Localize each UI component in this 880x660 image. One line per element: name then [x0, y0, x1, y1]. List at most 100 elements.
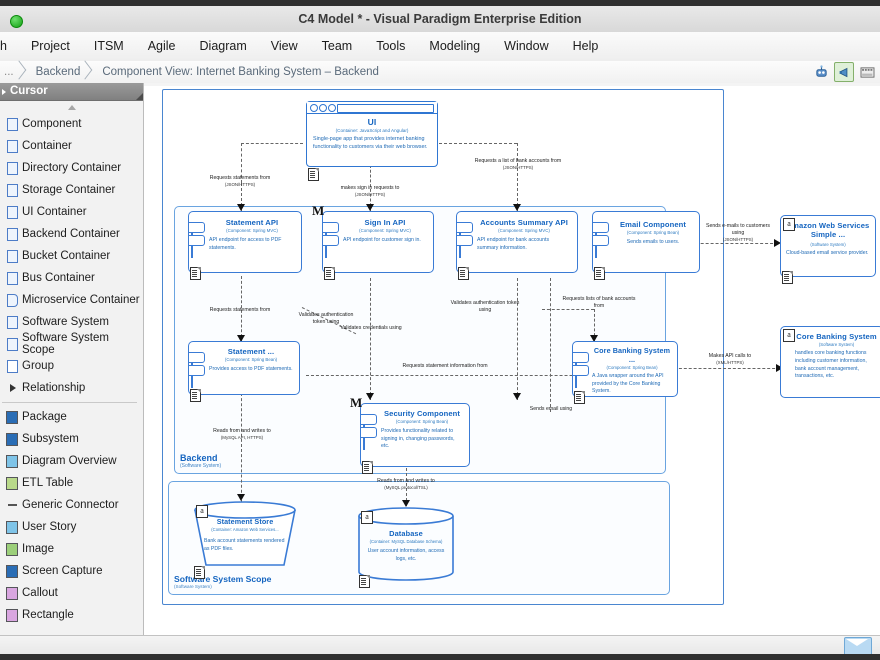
edge-label-reads-writes-statement-store: Reads from and writes to(MySQL API, HTTP… [213, 427, 271, 440]
palette-item-directory-container[interactable]: Directory Container [0, 157, 143, 179]
palette-scroll-up-button[interactable] [0, 101, 143, 113]
palette-item-backend-container[interactable]: Backend Container [0, 223, 143, 245]
breadcrumb-item-backend[interactable]: Backend [28, 61, 95, 83]
component-icon [323, 222, 339, 258]
menu-item-tools[interactable]: Tools [376, 39, 406, 53]
menu-item-help[interactable]: Help [572, 39, 599, 53]
scope-software-system-label: Software System Scope [174, 574, 272, 584]
node-security-component[interactable]: Security Component (Component: Spring Be… [360, 403, 470, 467]
palette-item-diagram-overview[interactable]: Diagram Overview [0, 450, 143, 472]
window-dot-icon [319, 104, 327, 112]
palette-item-generic-connector[interactable]: Generic Connector [0, 494, 143, 516]
node-desc: API endpoint for customer sign in. [343, 237, 421, 243]
menu-bar: h Project ITSM Agile Diagram View Team Tools Mod… [0, 32, 880, 62]
node-desc: Provides functionality related to signin… [381, 428, 455, 450]
edge-line [550, 278, 551, 412]
palette-item-label: Image [22, 543, 54, 555]
palette-item-callout[interactable]: Callout [0, 582, 143, 604]
triangle-up-icon [67, 104, 76, 110]
palette-item-component[interactable]: Component [0, 113, 143, 135]
scope-software-system-sublabel: (Software System) [174, 584, 212, 589]
robot-icon[interactable] [812, 63, 830, 81]
menu-item-team[interactable]: Team [321, 39, 353, 53]
traffic-light-green-icon[interactable] [10, 15, 23, 28]
menu-item-diagram[interactable]: Diagram [199, 39, 247, 53]
palette-item-relationship[interactable]: Relationship [0, 377, 143, 399]
palette-item-rectangle[interactable]: Rectangle [0, 604, 143, 626]
palette-item-subsystem[interactable]: Subsystem [0, 428, 143, 450]
box-shape-icon [2, 337, 18, 351]
edge-label-requests-statement-information: Requests statement information from [402, 362, 488, 369]
palette-item-screen-capture[interactable]: Screen Capture [0, 560, 143, 582]
palette-item-ui-container[interactable]: UI Container [0, 201, 143, 223]
swatch-icon [2, 454, 18, 468]
menu-item-modeling[interactable]: Modeling [429, 39, 481, 53]
node-amazon-web-services-simple[interactable]: a Amazon Web Services Simple ... (Softwa… [780, 215, 876, 277]
document-icon [324, 267, 335, 280]
menu-item-h[interactable]: h [0, 39, 7, 53]
palette-item-image[interactable]: Image [0, 538, 143, 560]
diagram-canvas[interactable]: Backend (Software System) Software Syste… [144, 83, 880, 660]
breadcrumb-item-view[interactable]: Component View: Internet Banking System … [102, 66, 379, 78]
palette-item-software-system[interactable]: Software System [0, 311, 143, 333]
palette-item-bucket-container[interactable]: Bucket Container [0, 245, 143, 267]
artifact-corner-icon: a [783, 218, 795, 231]
node-title: Sign In API [364, 218, 406, 227]
node-email-component[interactable]: Email Component (Component: Spring Bean)… [592, 211, 700, 273]
node-statement-store[interactable]: Statement Store (Container: Amazon Web S… [192, 501, 298, 573]
palette-item-label: User Story [22, 521, 77, 533]
edge-line [434, 143, 517, 144]
swatch-icon [2, 520, 18, 534]
palette-item-user-story[interactable]: User Story [0, 516, 143, 538]
palette-item-package[interactable]: Package [0, 406, 143, 428]
menu-item-project[interactable]: Project [30, 39, 70, 53]
palette-item-container[interactable]: Container [0, 135, 143, 157]
component-icon [573, 352, 589, 388]
document-icon [359, 575, 370, 588]
palette-item-bus-container[interactable]: Bus Container [0, 267, 143, 289]
swatch-icon [2, 410, 18, 424]
filmstrip-icon[interactable] [858, 63, 876, 81]
edge-label-sends-emails-to-customers: Sends e-mails to customers using(JSON/HT… [705, 222, 770, 242]
breadcrumb-item-root[interactable]: ... [0, 61, 28, 83]
box-shape-icon [2, 205, 18, 219]
node-title: Amazon Web Services Simple ... [786, 221, 870, 240]
arrow-shape-icon [2, 382, 18, 395]
node-statement-api[interactable]: Statement API (Component: Spring MVC) AP… [188, 211, 302, 273]
node-core-banking-system-facade[interactable]: Core Banking System ... (Component: Spri… [572, 341, 678, 397]
menu-item-itsm[interactable]: ITSM [93, 39, 124, 53]
resize-corner-icon[interactable] [136, 93, 143, 100]
node-statement-component[interactable]: Statement ... (Component: Spring Bean) P… [188, 341, 300, 395]
node-accounts-summary-api[interactable]: Accounts Summary API (Component: Spring … [456, 211, 578, 273]
menu-item-agile[interactable]: Agile [147, 39, 176, 53]
node-core-banking-system[interactable]: a Core Banking System (Software System) … [780, 326, 880, 398]
edge-arrow [590, 335, 598, 342]
node-type: (Component: Spring MVC) [226, 228, 278, 233]
palette-item-storage-container[interactable]: Storage Container [0, 179, 143, 201]
menu-item-window[interactable]: Window [504, 39, 549, 53]
palette-header-cursor[interactable]: Cursor [0, 83, 143, 101]
palette-item-label: Bus Container [22, 272, 95, 284]
palette-item-etl-table[interactable]: ETL Table [0, 472, 143, 494]
palette-item-microservice-container[interactable]: Microservice Container [0, 289, 143, 311]
node-type: (Component: Spring Bean) [224, 357, 278, 362]
palette-header-label: Cursor [10, 85, 48, 97]
megaphone-icon[interactable] [834, 62, 854, 82]
palette-item-label: Bucket Container [22, 250, 111, 262]
node-sign-in-api[interactable]: Sign In API (Component: Spring MVC) API … [322, 211, 434, 273]
node-desc: Provides access to PDF statements. [209, 366, 293, 372]
palette-item-software-system-scope[interactable]: Software System Scope [0, 332, 143, 356]
edge-line [370, 278, 371, 400]
palette-item-label: Generic Connector [22, 499, 119, 511]
edge-arrow [237, 335, 245, 342]
edge-arrow [776, 364, 783, 372]
palette-item-label: Microservice Container [22, 294, 140, 306]
swatch-icon [2, 542, 18, 556]
node-database[interactable]: Database (Container: MySQL Database Sche… [357, 507, 455, 581]
palette-item-group[interactable]: Group [0, 355, 143, 377]
component-icon [189, 222, 205, 258]
menu-item-view[interactable]: View [270, 39, 298, 53]
node-desc: API endpoint for access to PDF statement… [209, 237, 282, 251]
node-ui[interactable]: UI (Container: JavaScript and Angular) S… [306, 101, 438, 167]
